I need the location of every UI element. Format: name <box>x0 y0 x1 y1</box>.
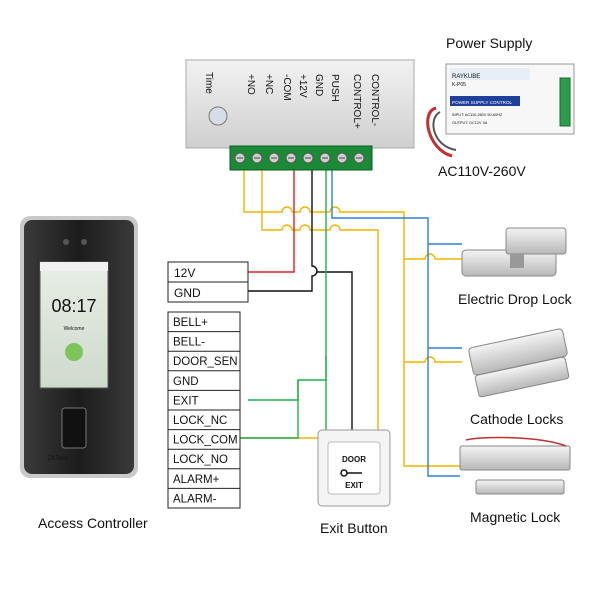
wires <box>240 158 462 477</box>
camera-lens <box>63 239 69 245</box>
exit-button-device: DOOR EXIT <box>317 429 391 507</box>
electric-drop-lock-caption: Electric Drop Lock <box>458 291 572 307</box>
touchscreen <box>39 261 109 389</box>
terminal-screws <box>234 152 365 164</box>
relay-terminal-label: GND <box>313 74 324 96</box>
psu-model: K-P05 <box>452 82 466 88</box>
controller-power-terminal: GND <box>174 286 201 300</box>
cathode-lock <box>468 328 570 398</box>
controller-terminal: ALARM+ <box>173 474 220 486</box>
power-supply-title: Power Supply <box>446 35 533 51</box>
psu-output-line: OUTPUT: DC12V 3A <box>452 121 488 125</box>
controller-terminal: EXIT <box>173 395 199 407</box>
cathode-locks-caption: Cathode Locks <box>470 411 564 427</box>
relay-terminal-label: CONTROL- <box>369 74 380 126</box>
relay-terminal-label: -COM <box>281 74 292 101</box>
wire-yellow-no <box>243 170 460 467</box>
controller-terminal-block: 12V GND BELL+ BELL- DOOR_SEN GND EXIT LOCK_NC L… <box>167 261 249 509</box>
wire-yellow-drop-lock <box>404 253 462 260</box>
power-supply-unit: RAYKUBE K-P05 POWER SUPPLY CONTROL INPUT… <box>426 63 575 158</box>
relay-terminal-label: CONTROL+ <box>351 74 362 129</box>
relay-box: Time +NO +NC -COM +12V GND PUSH CONTROL+ CONTRO… <box>185 59 415 171</box>
controller-terminal: ALARM- <box>173 493 217 505</box>
relay-terminal-label: +12V <box>297 74 308 98</box>
relay-terminal-label: PUSH <box>329 74 340 102</box>
magnetic-lock-caption: Magnetic Lock <box>470 509 561 525</box>
wire-black-exit <box>316 271 353 432</box>
time-label: Time <box>203 72 214 94</box>
device-welcome: Welcome <box>64 326 85 332</box>
relay-terminal-label: +NO <box>245 74 256 95</box>
controller-terminal: GND <box>173 376 199 388</box>
camera-lens <box>81 239 87 245</box>
wire-green <box>248 158 327 401</box>
relay-terminal-label: +NC <box>263 74 274 94</box>
access-controller-device: 08:17 Welcome ZKTeco <box>20 216 138 478</box>
psu-input-line: INPUT: AC110-260V 50-60HZ <box>452 113 503 117</box>
exit-button-exit-text: EXIT <box>345 481 363 490</box>
magnetic-lock <box>459 436 571 495</box>
device-brand: ZKTeco <box>48 456 69 462</box>
face-indicator <box>65 343 83 361</box>
exit-button-caption: Exit Button <box>320 520 388 536</box>
wire-yellow-nc <box>240 170 379 439</box>
controller-power-terminal: 12V <box>174 266 195 280</box>
device-time: 08:17 <box>51 296 96 316</box>
relay-terminal-labels: +NO +NC -COM +12V GND PUSH CONTROL+ CONTROL- <box>245 74 380 129</box>
controller-terminal: LOCK_NO <box>173 454 228 466</box>
controller-terminal: LOCK_COM <box>173 435 238 447</box>
wire-red <box>248 158 295 273</box>
wire-green-com <box>240 380 299 439</box>
controller-terminal: BELL- <box>173 337 205 349</box>
controller-terminal: BELL+ <box>173 317 208 329</box>
exit-button-door-text: DOOR <box>342 455 366 464</box>
electric-drop-lock <box>461 227 567 277</box>
controller-terminal: DOOR_SEN <box>173 356 238 368</box>
wire-blue <box>331 170 460 477</box>
fingerprint-sensor <box>61 407 87 449</box>
psu-panel-title: POWER SUPPLY CONTROL <box>452 100 513 105</box>
controller-terminal: LOCK_NC <box>173 415 227 427</box>
access-controller-caption: Access Controller <box>38 515 148 531</box>
ac-voltage-label: AC110V-260V <box>438 163 526 179</box>
psu-brand: RAYKUBE <box>452 74 480 80</box>
time-potentiometer <box>208 106 228 126</box>
wire-black <box>248 158 318 292</box>
wire-yellow-cathode <box>404 356 462 363</box>
